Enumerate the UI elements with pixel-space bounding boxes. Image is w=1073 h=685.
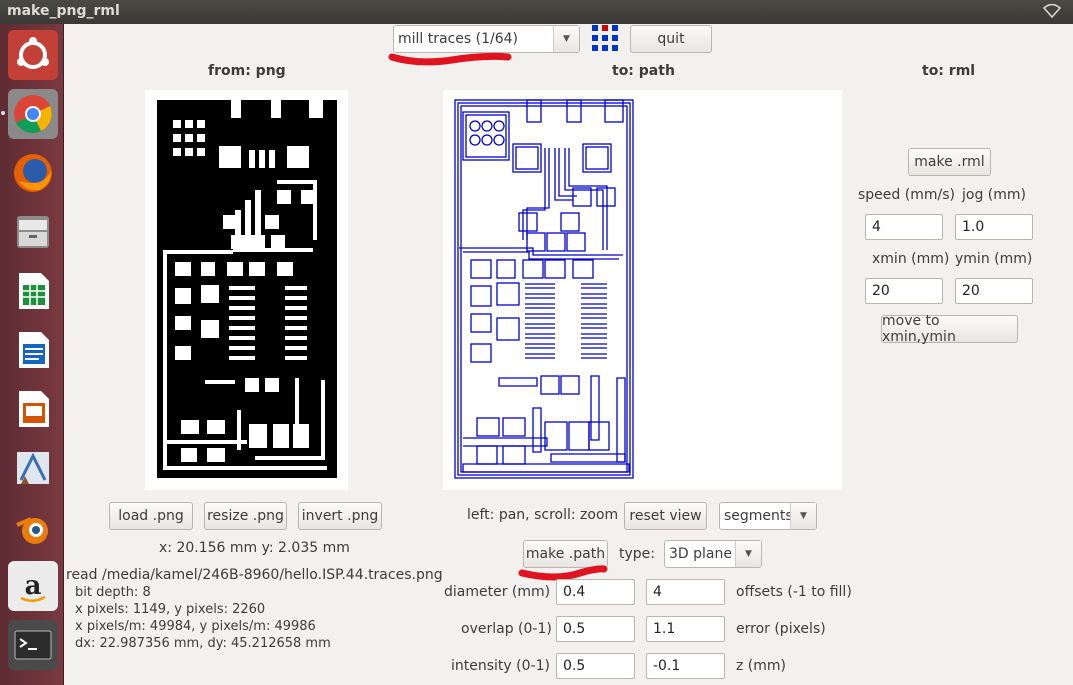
speed-label: speed (mm/s)	[858, 187, 955, 203]
svg-text:a: a	[25, 571, 42, 601]
display-mode-select[interactable]: segments ▼	[719, 502, 817, 530]
error-label: error (pixels)	[736, 621, 826, 637]
overlap-label: overlap (0-1)	[461, 621, 552, 637]
type-label: type:	[619, 546, 655, 562]
xmin-field[interactable]: 20	[865, 278, 943, 304]
reset-view-button[interactable]: reset view	[624, 502, 707, 530]
files-icon[interactable]	[8, 207, 58, 257]
libreoffice-impress-icon[interactable]	[8, 384, 58, 434]
libreoffice-calc-icon[interactable]	[8, 266, 58, 316]
chrome-icon[interactable]	[8, 89, 58, 139]
intensity-label: intensity (0-1)	[451, 658, 550, 674]
z-depth-field[interactable]: -0.1	[646, 653, 725, 679]
ubuntu-dash-icon[interactable]	[8, 30, 58, 80]
offsets-label: offsets (-1 to fill)	[736, 584, 852, 600]
diameter-field[interactable]: 0.4	[556, 579, 635, 605]
quit-button[interactable]: quit	[630, 25, 712, 53]
speed-field[interactable]: 4	[865, 214, 943, 240]
wifi-icon[interactable]	[1043, 4, 1061, 18]
xmin-label: xmin (mm)	[872, 251, 950, 267]
ymin-field[interactable]: 20	[955, 278, 1033, 304]
red-underline-marker	[518, 565, 608, 581]
blender-icon[interactable]	[8, 502, 58, 552]
cursor-coordinates: x: 20.156 mm y: 2.035 mm	[159, 540, 350, 556]
process-select-value: mill traces (1/64)	[398, 31, 518, 47]
resize-png-button[interactable]: resize .png	[204, 502, 287, 530]
red-underline-marker	[388, 52, 512, 66]
info-dimensions: dx: 22.987356 mm, dy: 45.212658 mm	[75, 636, 331, 651]
info-read-path: read /media/kamel/246B-8960/hello.ISP.44…	[66, 567, 443, 583]
libreoffice-writer-icon[interactable]	[8, 325, 58, 375]
png-preview-canvas[interactable]	[145, 90, 348, 490]
inkscape-icon[interactable]	[8, 443, 58, 493]
pcb-trace-image	[157, 100, 337, 478]
invert-png-button[interactable]: invert .png	[298, 502, 382, 530]
firefox-icon[interactable]	[8, 148, 58, 198]
load-png-button[interactable]: load .png	[109, 502, 193, 530]
process-select[interactable]: mill traces (1/64) ▼	[393, 25, 580, 53]
info-pixels: x pixels: 1149, y pixels: 2260	[75, 602, 266, 617]
to-rml-heading: to: rml	[922, 63, 976, 79]
from-png-heading: from: png	[208, 63, 286, 79]
overlap-field[interactable]: 0.5	[556, 616, 635, 642]
amazon-icon[interactable]: a	[8, 561, 58, 611]
jog-field[interactable]: 1.0	[955, 214, 1033, 240]
chevron-down-icon: ▼	[553, 26, 579, 52]
make-rml-button[interactable]: make .rml	[908, 148, 991, 176]
window-titlebar: make_png_rml	[0, 0, 1073, 24]
to-path-heading: to: path	[612, 63, 675, 79]
chevron-down-icon: ▼	[790, 503, 816, 529]
info-pixels-per-m: x pixels/m: 49984, y pixels/m: 49986	[75, 619, 316, 634]
error-field[interactable]: 1.1	[646, 616, 725, 642]
type-select-value: 3D plane	[669, 546, 732, 562]
toolpath-image	[454, 99, 634, 479]
terminal-icon[interactable]	[8, 620, 58, 670]
pan-zoom-hint: left: pan, scroll: zoom	[467, 507, 619, 523]
z-depth-label: z (mm)	[736, 658, 786, 674]
fab-logo-icon	[592, 25, 618, 51]
ymin-label: ymin (mm)	[955, 251, 1033, 267]
info-bit-depth: bit depth: 8	[75, 585, 151, 600]
chevron-down-icon: ▼	[735, 541, 761, 567]
jog-label: jog (mm)	[962, 187, 1026, 203]
intensity-field[interactable]: 0.5	[556, 653, 635, 679]
diameter-label: diameter (mm)	[444, 584, 551, 600]
unity-launcher: a	[0, 24, 64, 685]
window-title: make_png_rml	[7, 3, 120, 19]
path-preview-canvas[interactable]	[443, 90, 842, 490]
display-mode-value: segments	[724, 508, 793, 524]
make-path-button[interactable]: make .path	[523, 540, 608, 568]
move-to-origin-button[interactable]: move to xmin,ymin	[881, 313, 1018, 345]
offsets-field[interactable]: 4	[646, 579, 725, 605]
type-select[interactable]: 3D plane ▼	[664, 540, 762, 568]
